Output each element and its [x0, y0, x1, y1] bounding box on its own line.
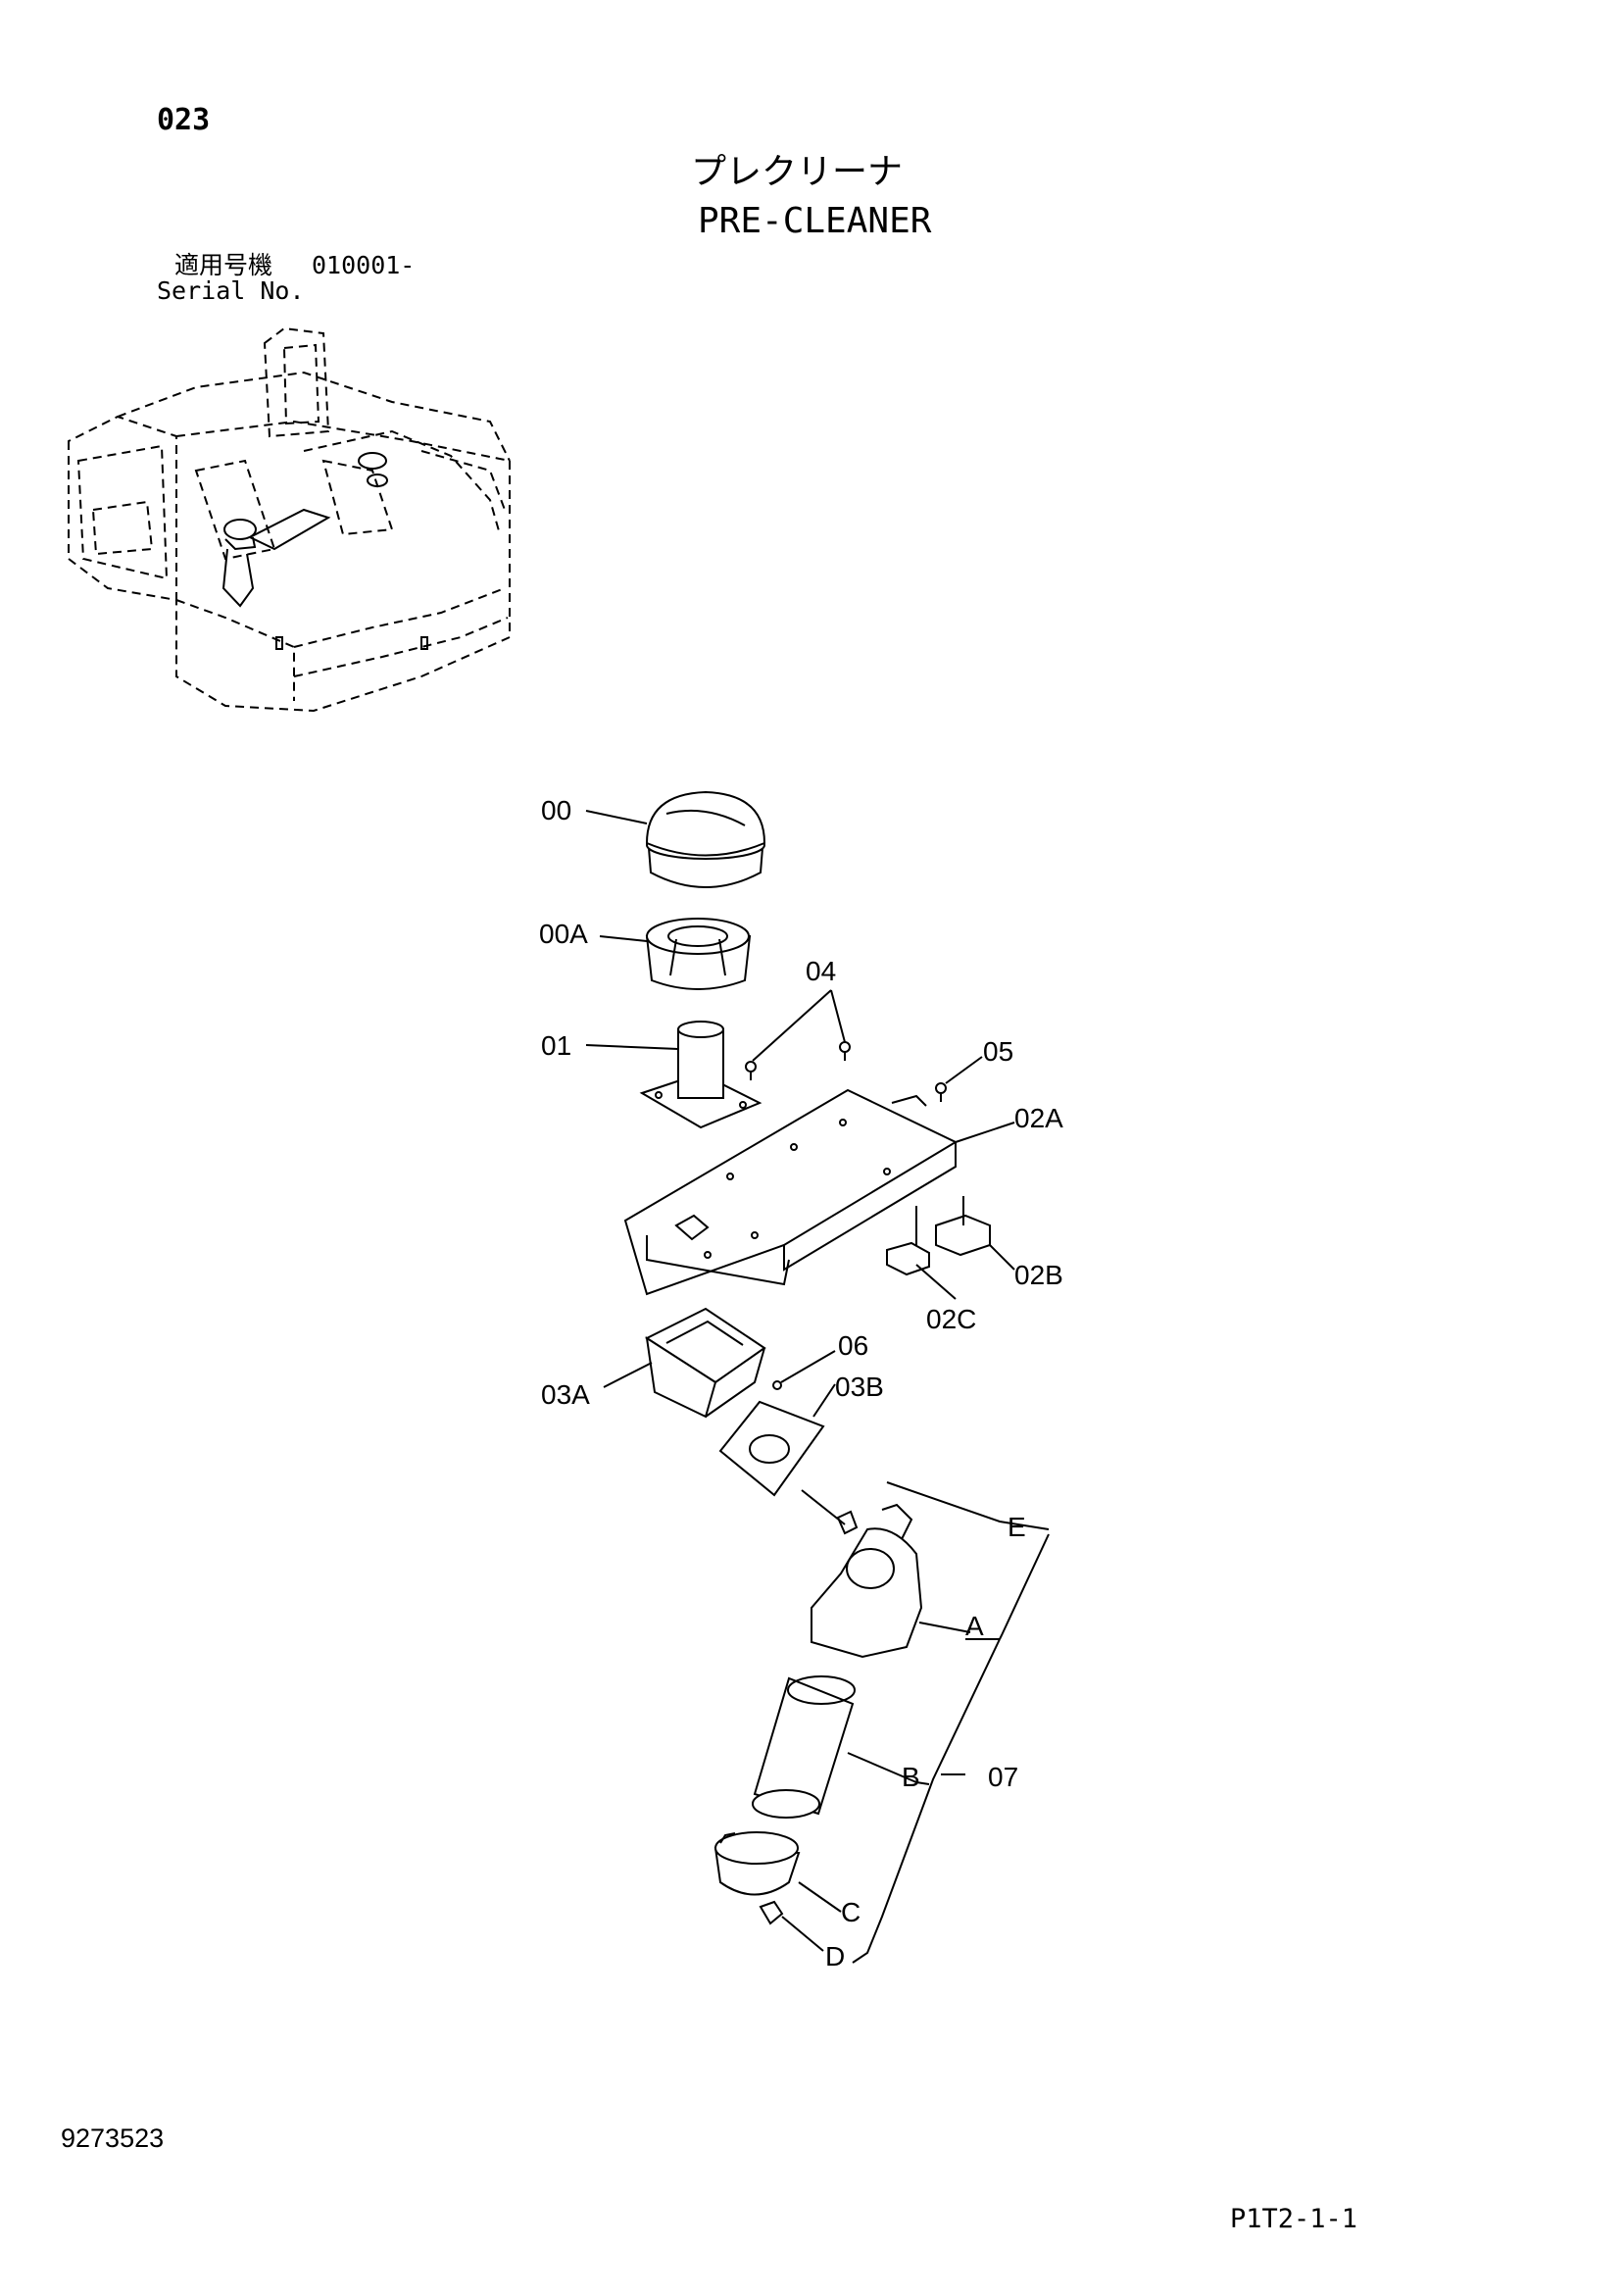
part-06-nut	[772, 1380, 782, 1390]
part-D-valve	[759, 1900, 784, 1925]
callout-A: A	[965, 1611, 984, 1641]
callout-00A: 00A	[539, 919, 588, 949]
part-B-filter	[752, 1675, 856, 1819]
callout-02A: 02A	[1014, 1103, 1063, 1133]
title-english: PRE-CLEANER	[698, 201, 932, 241]
callout-05: 05	[983, 1036, 1013, 1067]
document-number: 9273523	[61, 2123, 165, 2153]
callout-01: 01	[541, 1030, 571, 1061]
callout-06: 06	[838, 1330, 868, 1361]
title-japanese: プレクリーナ	[691, 152, 904, 192]
page-code: P1T2-1-1	[1230, 2204, 1358, 2234]
machine-overview-illustration	[68, 326, 511, 713]
part-00-cap	[645, 790, 766, 888]
part-A-housing	[811, 1503, 923, 1659]
callout-D: D	[825, 1941, 845, 1972]
callout-C: C	[841, 1897, 861, 1927]
callout-E: E	[1008, 1512, 1026, 1542]
part-03A-duct	[644, 1307, 766, 1419]
part-03B-gasket	[718, 1400, 825, 1497]
part-02A-plate	[623, 1088, 959, 1296]
callout-02C: 02C	[926, 1304, 976, 1334]
part-01-pipe	[639, 1021, 762, 1129]
part-00A-cone	[645, 918, 752, 990]
callout-03A: 03A	[541, 1379, 590, 1410]
callout-02B: 02B	[1014, 1260, 1063, 1290]
callout-B: B	[902, 1762, 920, 1792]
page-number: 023	[157, 103, 211, 137]
leader-lines	[585, 810, 1050, 1964]
part-05-bolt	[935, 1082, 947, 1102]
part-C-cover	[713, 1831, 801, 1896]
serial-label-english: Serial No.	[157, 276, 305, 305]
callout-07: 07	[988, 1762, 1018, 1792]
callout-00: 00	[541, 795, 571, 825]
callout-03B: 03B	[835, 1372, 884, 1402]
part-04-bolts	[745, 1041, 851, 1080]
callout-04: 04	[806, 956, 836, 986]
serial-label-japanese: 適用号機	[174, 251, 273, 279]
serial-range: 010001-	[312, 251, 416, 279]
